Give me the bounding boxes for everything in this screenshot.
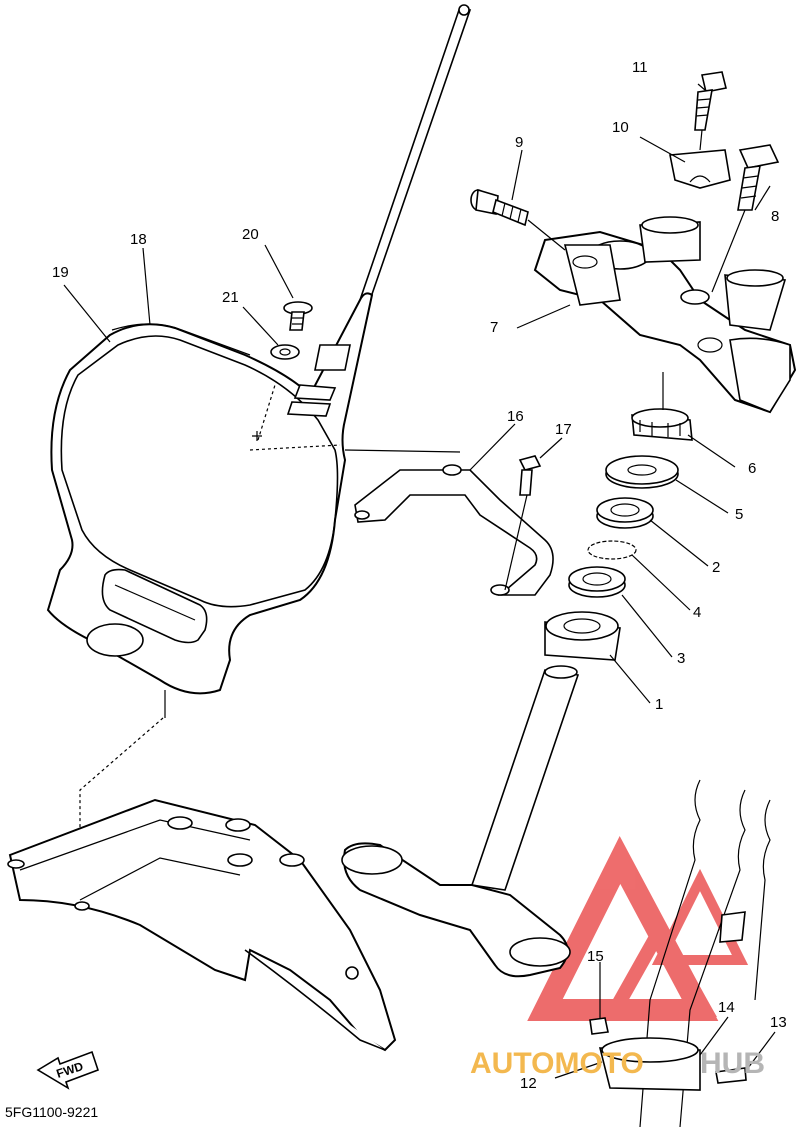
callout-7: 7 xyxy=(490,319,498,336)
front-fender xyxy=(7,798,397,1052)
bearing-3 xyxy=(568,566,626,598)
callout-2: 2 xyxy=(712,559,720,576)
callout-14: 14 xyxy=(718,999,735,1016)
bolt-9 xyxy=(470,188,566,251)
bearing-1 xyxy=(544,611,621,661)
steering-stem xyxy=(341,665,580,978)
axle-clamp xyxy=(589,962,747,1091)
callout-15: 15 xyxy=(587,948,604,965)
callout-6: 6 xyxy=(748,460,756,477)
fork-tubes xyxy=(639,779,771,1127)
diagram-code: 5FG1100-9221 xyxy=(5,1104,98,1120)
callout-18: 18 xyxy=(130,231,147,248)
callout-1: 1 xyxy=(655,696,663,713)
bearing-cover-2 xyxy=(596,497,654,529)
callout-13: 13 xyxy=(770,1014,787,1031)
callout-21: 21 xyxy=(222,289,239,306)
watermark-text: AUTOMOTO HUB xyxy=(470,1047,765,1080)
number-plate xyxy=(46,292,374,905)
callout-9: 9 xyxy=(515,134,523,151)
ball-race-4 xyxy=(587,540,637,560)
callouts: 1 2 3 4 5 6 7 8 9 10 11 12 13 14 15 16 1… xyxy=(52,59,787,1092)
washer-21 xyxy=(270,344,300,360)
callout-10: 10 xyxy=(612,119,629,136)
watermark-part1: AUTOMOTO xyxy=(470,1047,644,1080)
leader-lines xyxy=(63,83,776,1079)
ring-nut xyxy=(631,372,693,441)
callout-8: 8 xyxy=(771,208,779,225)
upper-bracket xyxy=(533,216,797,414)
callout-16: 16 xyxy=(507,408,524,425)
callout-20: 20 xyxy=(242,226,259,243)
watermark-part2: HUB xyxy=(700,1047,765,1080)
bracket xyxy=(344,449,554,596)
watermark-logo xyxy=(527,836,749,1021)
handlebar-holder xyxy=(669,149,731,189)
callout-17: 17 xyxy=(555,421,572,438)
callout-19: 19 xyxy=(52,264,69,281)
bolt-11 xyxy=(694,71,727,151)
callout-11: 11 xyxy=(632,59,648,76)
bolt-20 xyxy=(283,301,313,331)
callout-3: 3 xyxy=(677,650,685,667)
callout-5: 5 xyxy=(735,506,743,523)
bolt-17 xyxy=(504,455,542,591)
callout-4: 4 xyxy=(693,604,701,621)
fwd-arrow-icon: FWD xyxy=(36,1050,100,1090)
callout-12: 12 xyxy=(520,1075,537,1092)
washer-5 xyxy=(605,455,679,489)
antenna-tube xyxy=(358,4,472,301)
bolt-8 xyxy=(711,144,780,293)
